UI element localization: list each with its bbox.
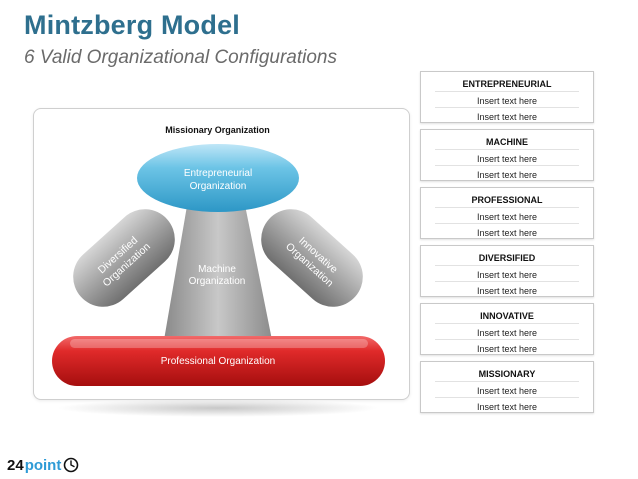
card-title: ENTREPRENEURIAL: [462, 79, 552, 89]
card-diversified: DIVERSIFIED Insert text here Insert text…: [420, 245, 594, 297]
machine-label-2: Organization: [189, 276, 246, 287]
card-missionary: MISSIONARY Insert text here Insert text …: [420, 361, 594, 413]
card-professional: PROFESSIONAL Insert text here Insert tex…: [420, 187, 594, 239]
clock-icon: [64, 457, 79, 473]
diversified-shape: [73, 209, 175, 307]
card-text[interactable]: Insert text here: [476, 386, 538, 396]
entrepreneurial-label-1: Entrepreneurial: [184, 168, 252, 179]
missionary-organization-label: Missionary Organization: [165, 125, 270, 135]
card-entrepreneurial: ENTREPRENEURIAL Insert text here Insert …: [420, 71, 594, 123]
card-text[interactable]: Insert text here: [476, 212, 538, 222]
professional-shape: [52, 336, 385, 386]
card-text[interactable]: Insert text here: [476, 170, 538, 180]
entrepreneurial-label-2: Organization: [190, 181, 247, 192]
card-title: INNOVATIVE: [480, 311, 534, 321]
card-machine: MACHINE Insert text here Insert text her…: [420, 129, 594, 181]
card-text[interactable]: Insert text here: [476, 96, 538, 106]
card-text[interactable]: Insert text here: [476, 328, 538, 338]
card-text[interactable]: Insert text here: [476, 270, 538, 280]
card-text[interactable]: Insert text here: [476, 286, 538, 296]
card-text[interactable]: Insert text here: [476, 154, 538, 164]
card-title: PROFESSIONAL: [471, 195, 543, 205]
logo-word: point: [24, 456, 62, 474]
card-text[interactable]: Insert text here: [476, 402, 538, 412]
innovative-shape: [261, 209, 363, 307]
card-title: MISSIONARY: [478, 369, 536, 379]
card-text[interactable]: Insert text here: [476, 228, 538, 238]
brand-logo: 24 point: [7, 456, 79, 474]
card-innovative: INNOVATIVE Insert text here Insert text …: [420, 303, 594, 355]
entrepreneurial-shape: [137, 144, 299, 212]
card-text[interactable]: Insert text here: [476, 344, 538, 354]
professional-label: Professional Organization: [161, 356, 276, 367]
card-text[interactable]: Insert text here: [476, 112, 538, 122]
machine-label-1: Machine: [198, 264, 236, 275]
logo-number: 24: [7, 456, 24, 474]
card-title: MACHINE: [486, 137, 528, 147]
page-subtitle: 6 Valid Organizational Configurations: [24, 47, 337, 68]
page-title: Mintzberg Model: [24, 10, 240, 40]
floor-shadow: [58, 399, 378, 417]
card-title: DIVERSIFIED: [478, 253, 536, 263]
machine-shape: [164, 200, 272, 340]
